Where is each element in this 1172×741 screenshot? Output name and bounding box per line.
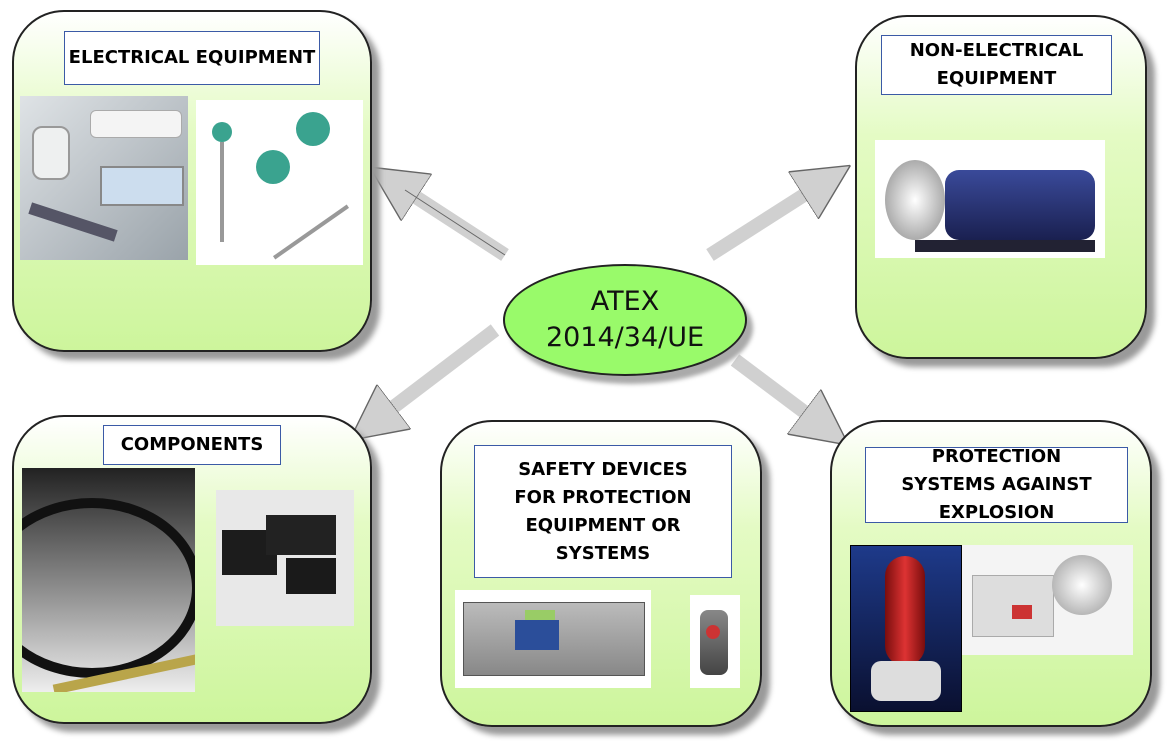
belts-image: [22, 468, 195, 692]
components-label: COMPONENTS: [103, 425, 281, 465]
non-electrical-equipment-label: NON-ELECTRICAL EQUIPMENT: [881, 35, 1112, 95]
atex-center-node: ATEX 2014/34/UE: [503, 264, 747, 376]
protection-systems-label: PROTECTION SYSTEMS AGAINST EXPLOSION: [865, 446, 1128, 523]
pump-image: [875, 140, 1105, 258]
atex-title: ATEX: [590, 286, 660, 317]
electrical-lights-image: [20, 96, 188, 260]
arrow-to-non-electrical: [706, 188, 815, 261]
gas-detector-image: [690, 595, 740, 688]
electrical-equipment-label: ELECTRICAL EQUIPMENT: [64, 31, 320, 85]
atex-directive-number: 2014/34/UE: [545, 322, 705, 353]
rupture-discs-image: [962, 545, 1133, 655]
arrow-to-components: [383, 324, 500, 415]
safety-devices-label: SAFETY DEVICES FOR PROTECTION EQUIPMENT …: [474, 445, 732, 578]
electrical-transmitters-image: [196, 100, 363, 265]
enclosures-image: [216, 490, 354, 626]
controller-rack-image: [455, 590, 651, 688]
suppressor-image: [850, 545, 962, 712]
arrow-to-protection: [730, 354, 815, 420]
